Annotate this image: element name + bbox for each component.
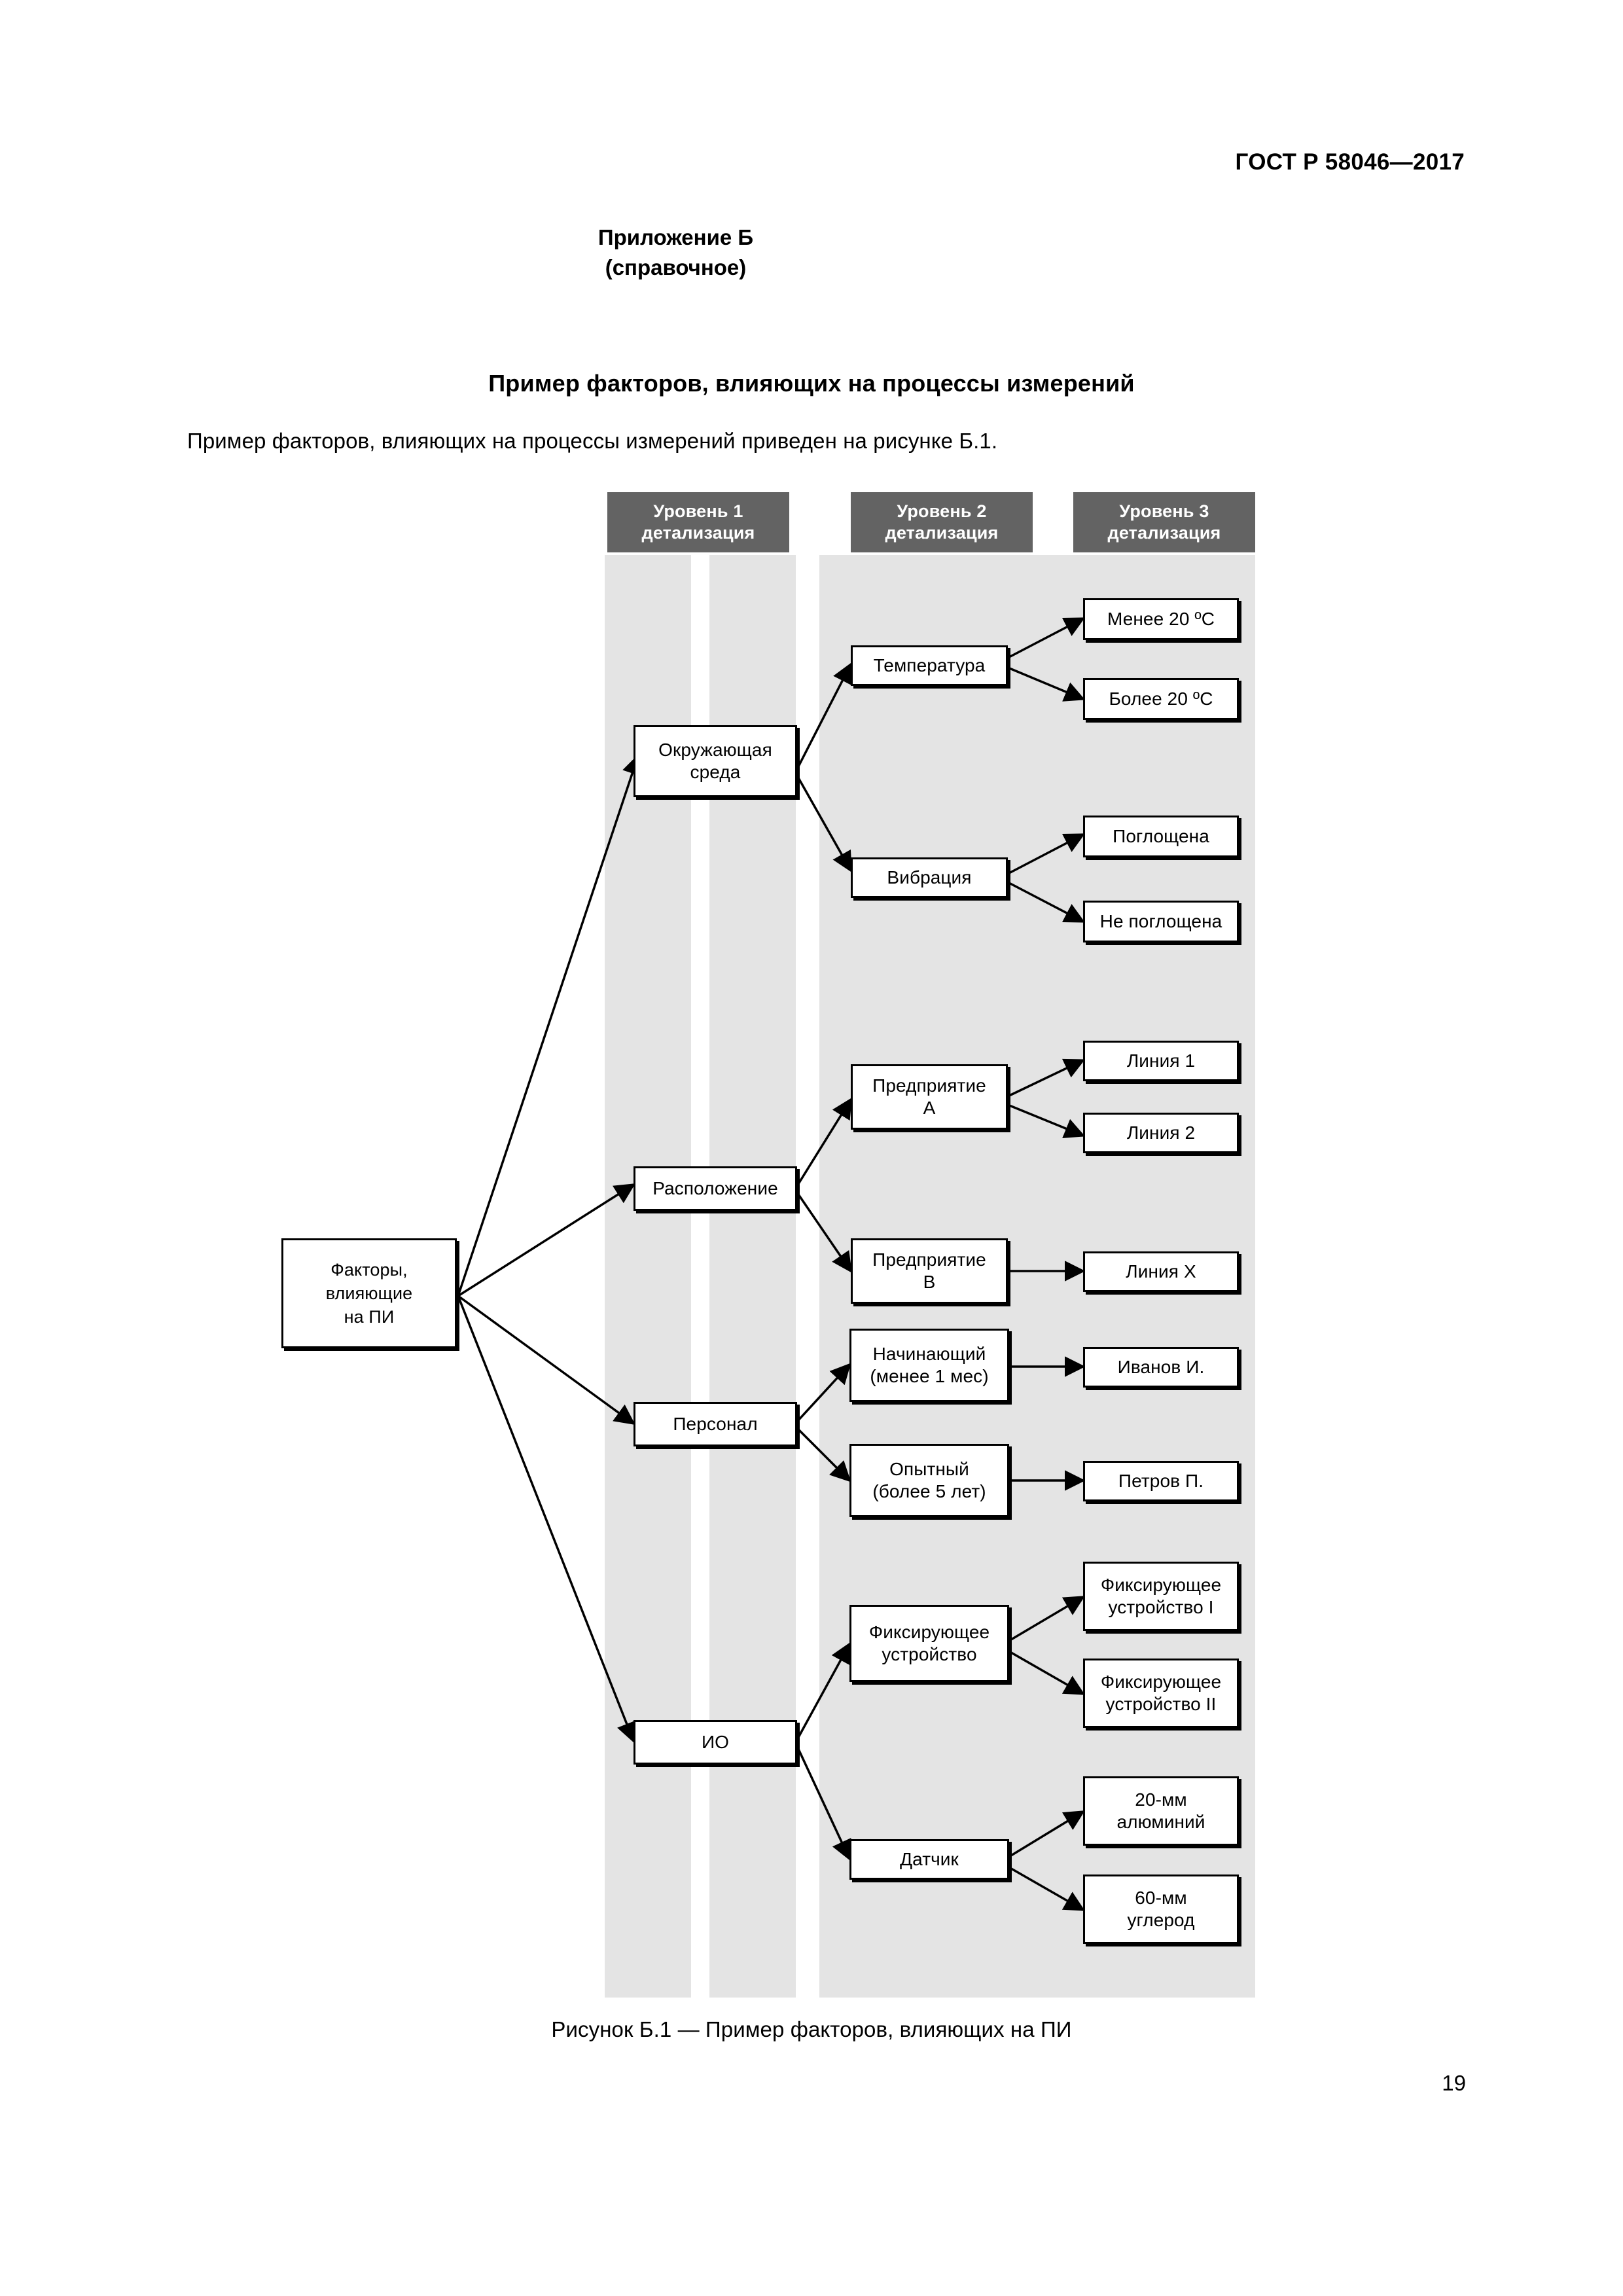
column-header-level-1-line2: детализация	[641, 523, 755, 543]
node-level3-above-20c[interactable]: Более 20 ºC	[1083, 678, 1239, 720]
node-level2-experienced[interactable]: Опытный (более 5 лет)	[849, 1444, 1009, 1517]
column-header-level-3: Уровень 3 детализация	[1073, 492, 1255, 552]
node-level3-ivanov[interactable]: Иванов И.	[1083, 1347, 1239, 1388]
column-header-level-2-line1: Уровень 2	[897, 501, 987, 521]
page-number: 19	[1442, 2071, 1466, 2095]
node-level3-not-absorbed[interactable]: Не поглощена	[1083, 901, 1239, 942]
intro-paragraph: Пример факторов, влияющих на процессы из…	[187, 429, 998, 453]
node-level2-enterprise-b[interactable]: Предприятие В	[851, 1238, 1008, 1304]
column-header-level-2: Уровень 2 детализация	[851, 492, 1033, 552]
node-root[interactable]: Факторы, влияющие на ПИ	[281, 1238, 457, 1348]
node-level1-personnel[interactable]: Персонал	[633, 1402, 797, 1446]
node-level1-environment[interactable]: Окружающая среда	[633, 725, 797, 797]
column-header-level-3-line1: Уровень 3	[1119, 501, 1209, 521]
node-level2-temperature[interactable]: Температура	[851, 645, 1008, 686]
node-level3-below-20c[interactable]: Менее 20 ºC	[1083, 598, 1239, 640]
node-level3-fixture-ii[interactable]: Фиксирующее устройство II	[1083, 1659, 1239, 1728]
standard-header: ГОСТ Р 58046—2017	[1235, 149, 1465, 175]
appendix-subtitle: (справочное)	[605, 255, 747, 279]
node-level2-vibration[interactable]: Вибрация	[851, 857, 1008, 898]
column-header-level-1-line1: Уровень 1	[653, 501, 743, 521]
appendix-title: Приложение Б	[597, 225, 754, 249]
node-level3-line-x[interactable]: Линия Х	[1083, 1251, 1239, 1292]
node-level2-beginner[interactable]: Начинающий (менее 1 мес)	[849, 1329, 1009, 1402]
figure-caption: Рисунок Б.1 — Пример факторов, влияющих …	[551, 2017, 1072, 2041]
node-level3-line-1[interactable]: Линия 1	[1083, 1041, 1239, 1081]
node-level3-fixture-i[interactable]: Фиксирующее устройство I	[1083, 1562, 1239, 1631]
node-level2-fixture[interactable]: Фиксирующее устройство	[849, 1605, 1009, 1682]
node-level1-measuring-equipment[interactable]: ИО	[633, 1720, 797, 1765]
node-level1-location[interactable]: Расположение	[633, 1166, 797, 1211]
node-level2-sensor[interactable]: Датчик	[849, 1839, 1009, 1880]
column-header-level-3-line2: детализация	[1107, 523, 1221, 543]
node-level3-line-2[interactable]: Линия 2	[1083, 1113, 1239, 1153]
node-level3-petrov[interactable]: Петров П.	[1083, 1461, 1239, 1501]
node-level3-aluminium-20mm[interactable]: 20-мм алюминий	[1083, 1776, 1239, 1846]
appendix-heading-block: Приложение Б (справочное)	[0, 223, 1623, 283]
node-level3-carbon-60mm[interactable]: 60-мм углерод	[1083, 1874, 1239, 1944]
node-level3-absorbed[interactable]: Поглощена	[1083, 816, 1239, 857]
column-header-level-2-line2: детализация	[885, 523, 999, 543]
column-header-level-1: Уровень 1 детализация	[607, 492, 789, 552]
section-title: Пример факторов, влияющих на процессы из…	[488, 370, 1135, 397]
node-level2-enterprise-a[interactable]: Предприятие А	[851, 1064, 1008, 1130]
